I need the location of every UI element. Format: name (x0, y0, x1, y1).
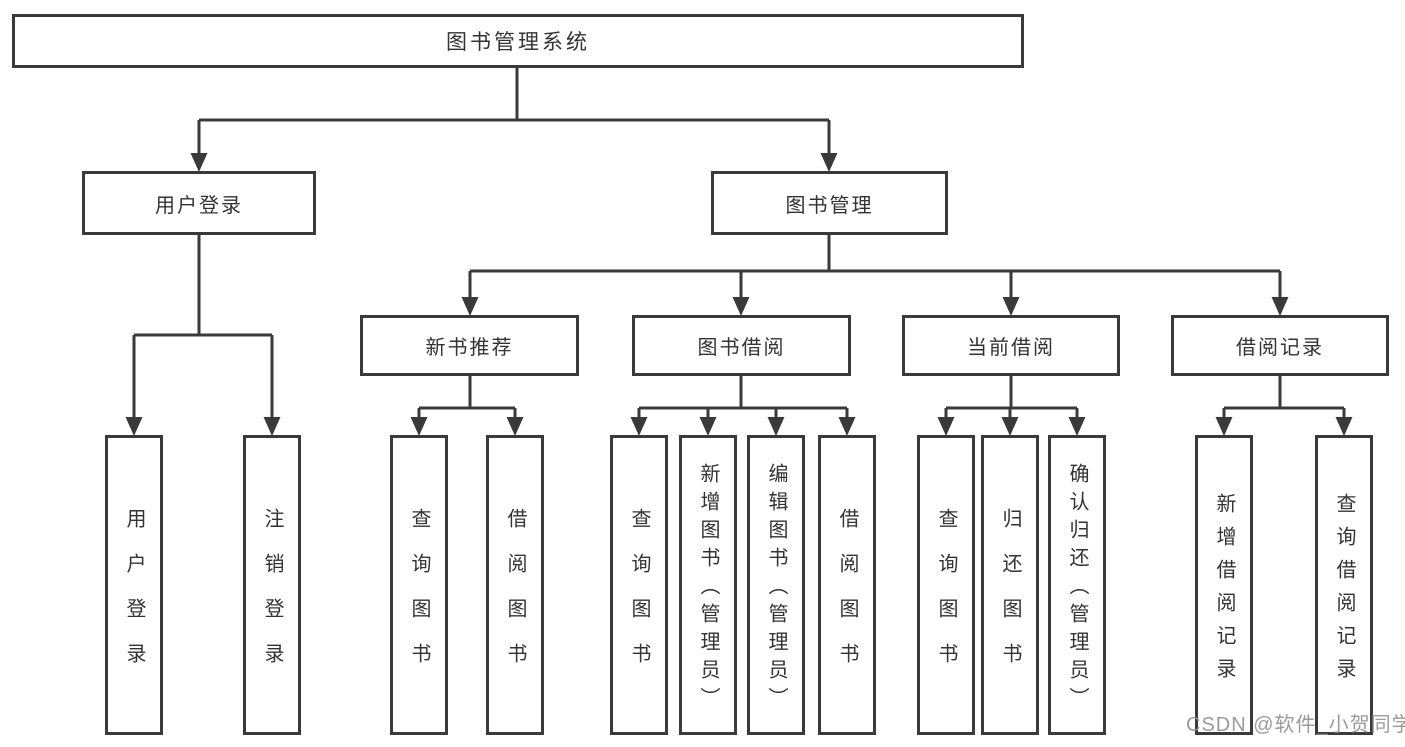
leaf-edit-book-admin-label: 编辑图书（管理员） (765, 463, 787, 715)
node-user-login-branch: 用户登录 (82, 171, 316, 235)
leaf-borrow-books-recommend-label: 借阅图书 (504, 507, 526, 688)
leaf-add-book-admin-label: 新增图书（管理员） (697, 463, 719, 715)
csdn-watermark: CSDN @软件_小贺同学 (1186, 714, 1405, 736)
leaf-edit-book-admin: 编辑图书（管理员） (747, 435, 805, 735)
leaf-logout: 注销登录 (243, 435, 301, 735)
leaf-query-books-current-label: 查询图书 (935, 507, 957, 688)
leaf-add-borrow-record-label: 新增借阅记录 (1213, 492, 1235, 691)
leaf-confirm-return-admin-label: 确认归还（管理员） (1066, 463, 1088, 715)
leaf-confirm-return-admin: 确认归还（管理员） (1048, 435, 1106, 735)
leaf-borrow-books-borrowing: 借阅图书 (818, 435, 876, 735)
leaf-return-book-label: 归还图书 (999, 507, 1021, 688)
leaf-add-book-admin: 新增图书（管理员） (679, 435, 737, 735)
leaf-query-borrow-record: 查询借阅记录 (1315, 435, 1373, 735)
node-book-management-branch: 图书管理 (711, 171, 948, 235)
leaf-return-book: 归还图书 (981, 435, 1039, 735)
leaf-query-books-recommend: 查询图书 (390, 435, 448, 735)
node-borrowing-records: 借阅记录 (1171, 315, 1389, 376)
node-new-book-recommendation: 新书推荐 (360, 315, 579, 376)
leaf-query-books-current: 查询图书 (917, 435, 975, 735)
node-current-borrowing: 当前借阅 (902, 315, 1120, 376)
leaf-query-books-recommend-label: 查询图书 (408, 507, 430, 688)
leaf-borrow-books-recommend: 借阅图书 (486, 435, 544, 735)
leaf-query-books-borrowing: 查询图书 (610, 435, 668, 735)
leaf-query-books-borrowing-label: 查询图书 (628, 507, 650, 688)
node-book-borrowing: 图书借阅 (632, 315, 851, 376)
arrowhead-icons (125, 153, 1353, 436)
leaf-borrow-books-borrowing-label: 借阅图书 (836, 507, 858, 688)
leaf-user-login-label: 用户登录 (123, 507, 145, 688)
node-library-management-system: 图书管理系统 (12, 14, 1024, 68)
leaf-query-borrow-record-label: 查询借阅记录 (1333, 492, 1355, 691)
leaf-logout-label: 注销登录 (261, 507, 283, 688)
leaf-add-borrow-record: 新增借阅记录 (1195, 435, 1253, 735)
leaf-user-login: 用户登录 (105, 435, 163, 735)
